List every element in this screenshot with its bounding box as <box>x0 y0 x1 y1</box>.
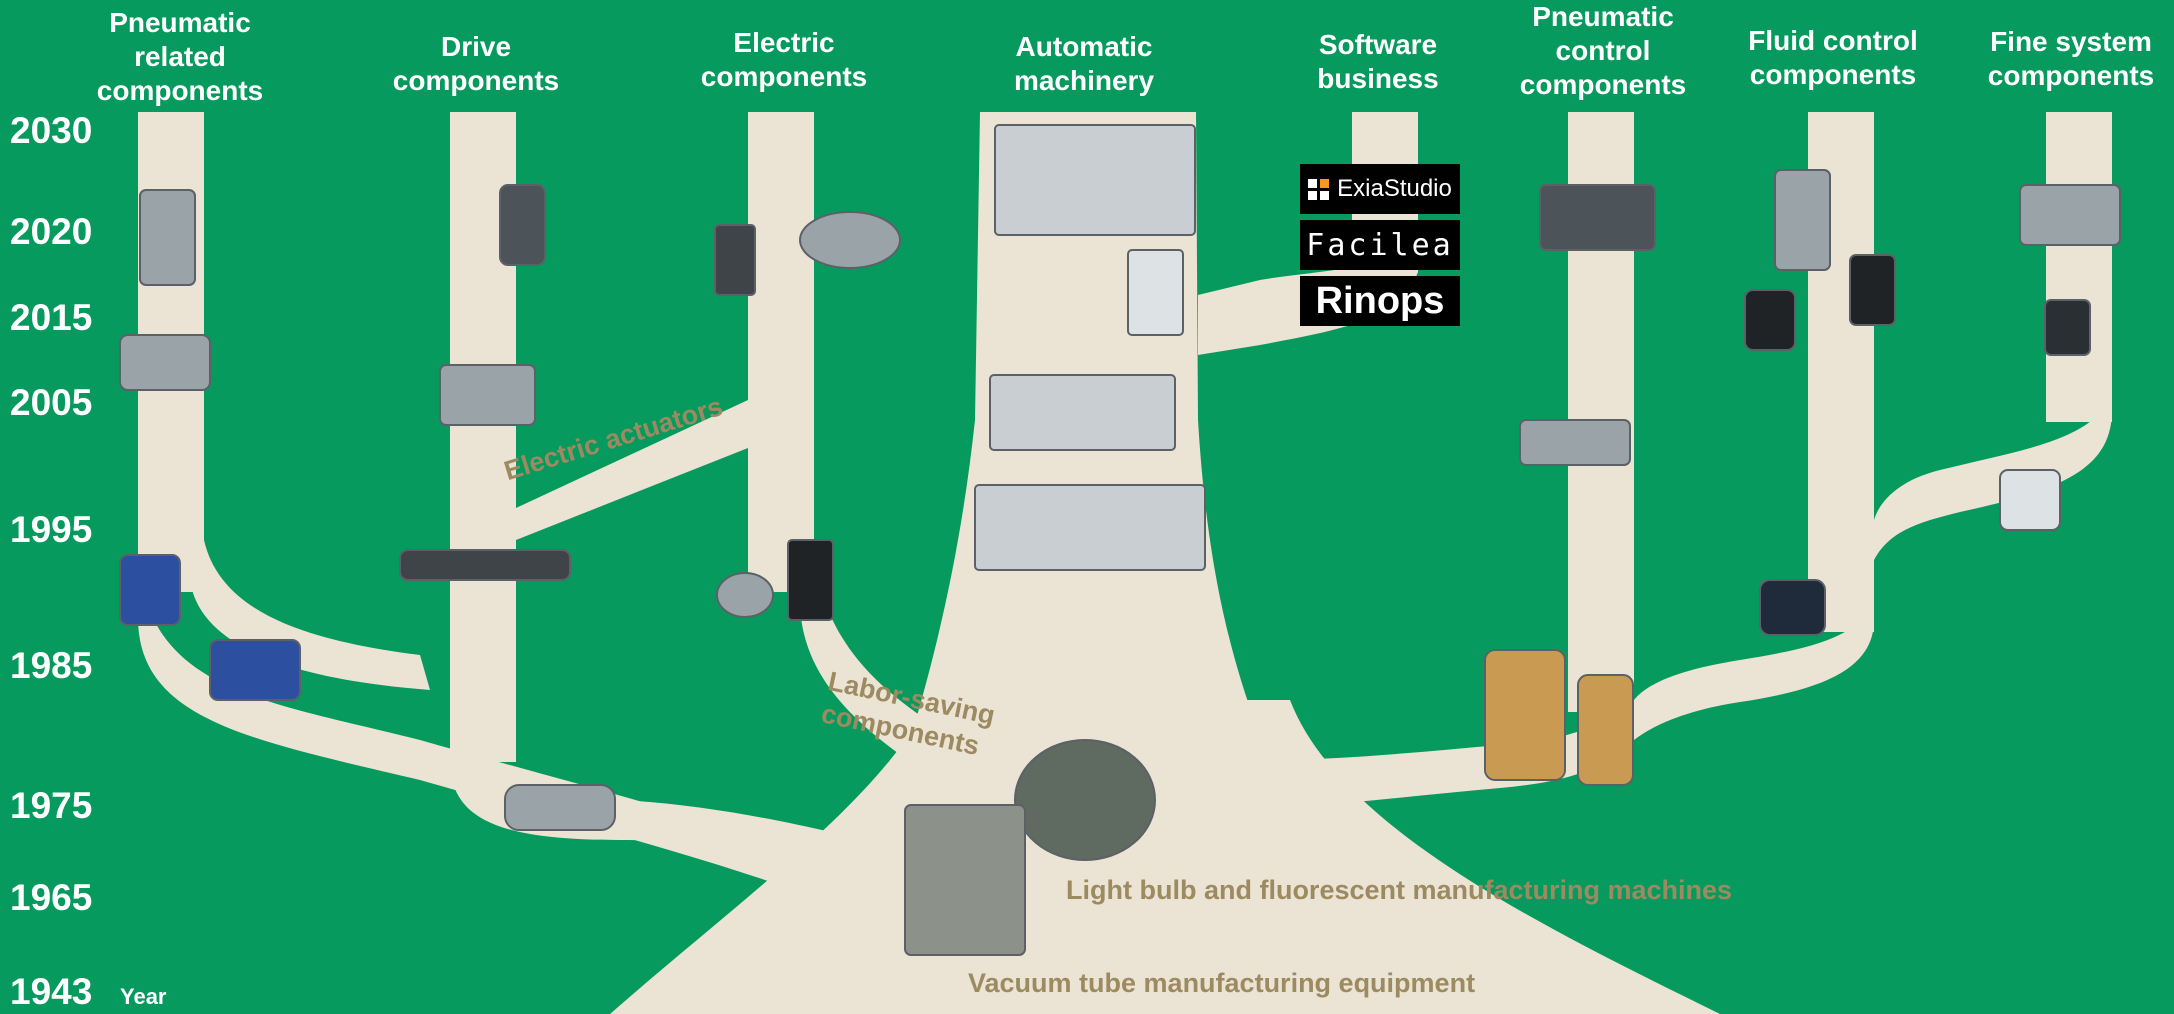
category-pneumatic-related: Pneumatic related components <box>96 7 264 106</box>
year-1995: 1995 <box>10 509 93 550</box>
logo-rinops: Rinops <box>1300 276 1460 326</box>
branch-electric-actuators <box>516 400 748 540</box>
trunk-automatic-machinery <box>880 112 1300 830</box>
branch-fine-system <box>1874 390 2112 560</box>
logo-exiastudio-text: ExiaStudio <box>1337 175 1452 202</box>
category-electric: Electric components <box>700 27 868 92</box>
logo-rinops-text: Rinops <box>1315 279 1445 322</box>
branch-drive <box>450 720 900 890</box>
logo-facilea-text: Facilea <box>1306 227 1454 263</box>
category-fine-system: Fine system components <box>1987 26 2155 91</box>
category-drive: Drive components <box>392 31 560 96</box>
label-light-bulb-machines: Light bulb and fluorescent manufacturing… <box>1066 875 1733 905</box>
year-2030: 2030 <box>10 110 93 151</box>
year-2020: 2020 <box>10 211 93 252</box>
category-pneumatic-control: Pneumatic control components <box>1519 1 1687 100</box>
year-1943: 1943 <box>10 971 93 1012</box>
column-fine-system <box>2046 112 2112 422</box>
year-1985: 1985 <box>10 645 93 686</box>
logo-exiastudio: ExiaStudio <box>1300 164 1460 214</box>
category-automatic-machinery: Automatic machinery <box>1013 31 1155 96</box>
year-1965: 1965 <box>10 877 93 918</box>
exiastudio-icon <box>1308 178 1330 200</box>
label-vacuum-tube-equipment: Vacuum tube manufacturing equipment <box>968 968 1476 998</box>
year-axis-label: Year <box>120 984 167 1009</box>
logo-facilea: Facilea <box>1300 220 1460 270</box>
year-2015: 2015 <box>10 297 93 338</box>
trunk-base <box>610 700 1720 1014</box>
column-electric <box>748 112 814 592</box>
year-1975: 1975 <box>10 785 93 826</box>
category-software: Software business <box>1317 29 1439 94</box>
branch-fluid-control <box>1634 600 1874 740</box>
category-fluid-control: Fluid control components <box>1748 25 1918 90</box>
year-2005: 2005 <box>10 382 93 423</box>
branch-electric <box>800 560 940 780</box>
